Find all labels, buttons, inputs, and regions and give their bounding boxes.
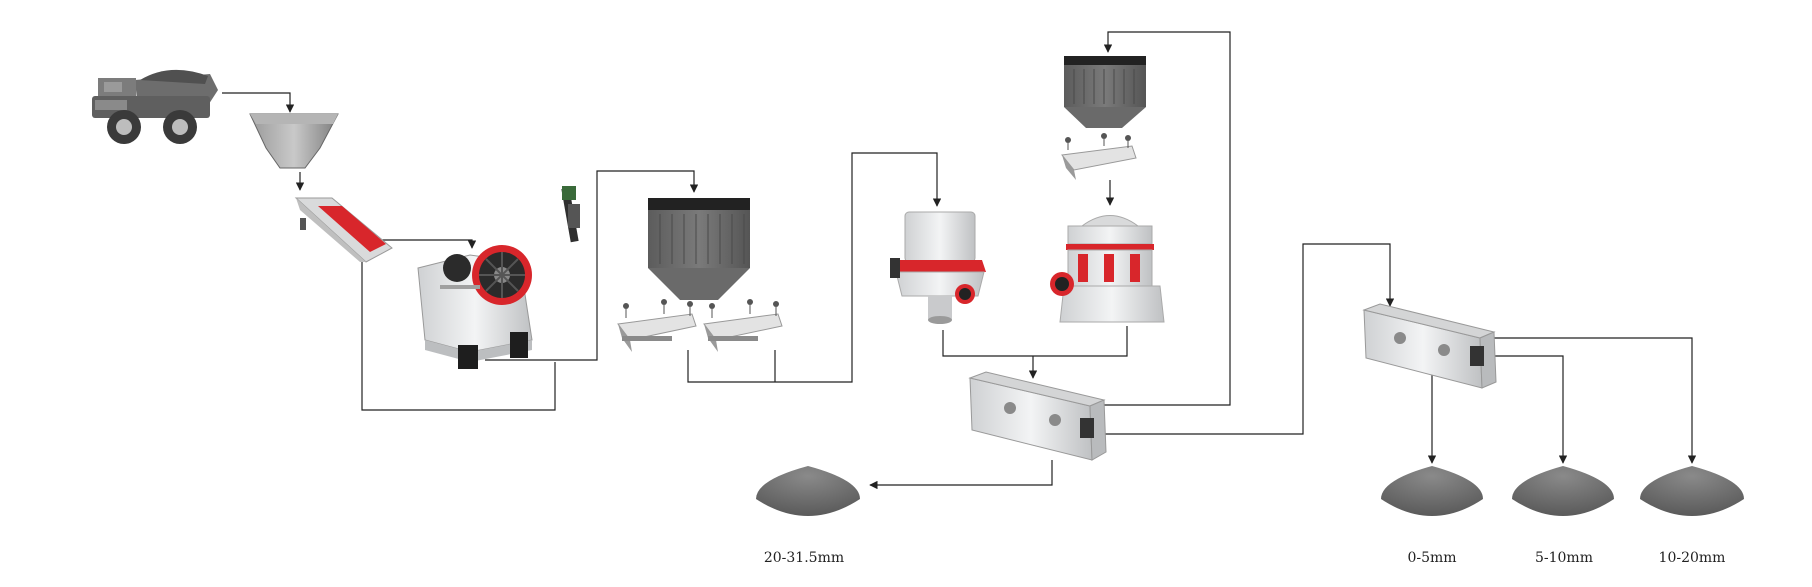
product-label-coarse: 20-31.5mm bbox=[764, 550, 844, 566]
stockpile-icon bbox=[1640, 466, 1744, 516]
feed-hopper-icon bbox=[249, 113, 339, 169]
flow-line-jaw-bin bbox=[485, 170, 699, 361]
stockpile-icon bbox=[1381, 466, 1483, 516]
cone-crusher-icon bbox=[890, 211, 986, 324]
metal-detector-icon bbox=[561, 186, 580, 243]
flow-line-screen1-screen2 bbox=[1098, 243, 1395, 435]
belt-feeder-icon bbox=[617, 299, 783, 352]
stockpile-small bbox=[1512, 466, 1614, 516]
stockpile-coarse bbox=[756, 466, 860, 516]
flow-line-to-coarse bbox=[869, 460, 1053, 490]
stockpile-medium bbox=[1640, 466, 1744, 516]
flow-line-truck-hopper bbox=[222, 92, 295, 113]
flow-line-feeder-jaw bbox=[380, 239, 477, 249]
vibrating-feeder-icon bbox=[294, 197, 393, 263]
flow-line-to-medium bbox=[1490, 337, 1697, 464]
stockpile-icon bbox=[756, 466, 860, 516]
flow-line-cones-screen bbox=[942, 326, 1128, 357]
upper-belt-feeder-icon bbox=[1061, 133, 1137, 180]
product-label-medium: 10-20mm bbox=[1659, 550, 1726, 566]
hydraulic-cone-crusher-icon bbox=[1050, 215, 1165, 323]
dump-truck-icon bbox=[92, 69, 218, 144]
vibrating-screen-icon bbox=[968, 371, 1107, 461]
flow-line-feeder-bypass bbox=[361, 258, 556, 411]
jaw-crusher-icon bbox=[417, 245, 533, 369]
flow-lines bbox=[222, 31, 1697, 490]
flow-line-to-small bbox=[1495, 355, 1568, 464]
product-label-small: 5-10mm bbox=[1535, 550, 1593, 566]
vibrating-screen-icon bbox=[1362, 303, 1497, 389]
flow-line-return-loop bbox=[1085, 31, 1231, 406]
product-label-fine: 0-5mm bbox=[1407, 550, 1456, 566]
buffer-bin-icon bbox=[1064, 56, 1146, 128]
surge-bin-icon bbox=[648, 198, 750, 300]
stockpile-fine bbox=[1381, 466, 1483, 516]
flow-line-feeders-cone bbox=[687, 152, 942, 383]
stockpile-icon bbox=[1512, 466, 1614, 516]
